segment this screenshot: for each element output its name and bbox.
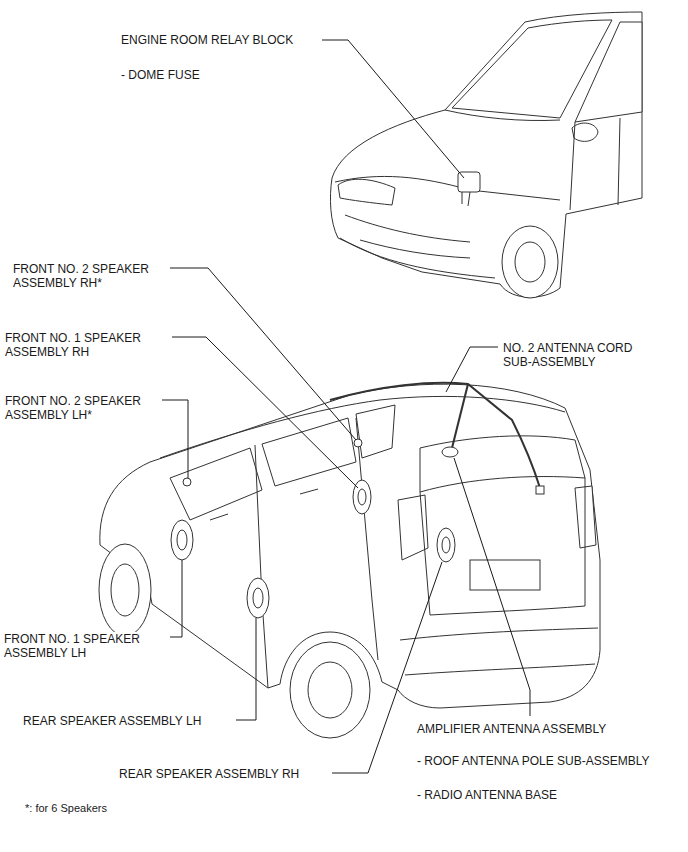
speaker — [437, 528, 455, 562]
footnote: *: for 6 Speakers — [24, 801, 108, 815]
side-window — [262, 418, 356, 486]
antenna-connector — [536, 486, 544, 494]
part-label: AMPLIFIER ANTENNA ASSEMBLY — [416, 722, 607, 736]
license-plate — [470, 560, 540, 590]
wheel — [502, 226, 558, 298]
door-line — [570, 118, 620, 210]
part-label: FRONT NO. 2 SPEAKER ASSEMBLY RH* — [12, 262, 169, 290]
part-label: ENGINE ROOM RELAY BLOCK — [120, 33, 294, 47]
wheel-hub — [515, 242, 545, 282]
relay-block-detail — [462, 192, 470, 206]
leader-line — [454, 458, 530, 716]
tweeter — [183, 478, 191, 486]
leader-line — [172, 337, 358, 488]
leader-line — [332, 562, 442, 773]
speaker — [171, 520, 193, 560]
tailgate-line — [420, 478, 585, 615]
leader-line — [170, 560, 182, 637]
speaker-cone — [358, 489, 366, 505]
car-body — [330, 12, 642, 297]
rear-bumper — [400, 628, 598, 675]
side-window — [575, 22, 642, 122]
mirror — [572, 123, 598, 141]
part-label: FRONT NO. 1 SPEAKER ASSEMBLY LH — [3, 632, 160, 660]
leader-line — [236, 618, 256, 720]
speaker-cone — [442, 537, 450, 553]
leader-line — [170, 268, 356, 440]
antenna-cord-branch — [452, 384, 468, 448]
wheel — [290, 642, 370, 738]
wheel-hub — [308, 662, 352, 718]
tweeter — [354, 439, 362, 447]
part-label: NO. 2 ANTENNA CORD SUB-ASSEMBLY — [502, 341, 654, 369]
part-label: - DOME FUSE — [120, 68, 201, 82]
part-label: REAR SPEAKER ASSEMBLY RH — [118, 767, 300, 781]
part-label: FRONT NO. 1 SPEAKER ASSEMBLY RH — [4, 331, 161, 359]
leader-line — [162, 400, 188, 478]
bottom-car — [99, 383, 600, 738]
rear-quarter-window — [356, 405, 395, 458]
leader-lines — [162, 40, 530, 773]
antenna-cord — [330, 383, 540, 488]
part-label: REAR SPEAKER ASSEMBLY LH — [22, 714, 202, 728]
antenna-base — [442, 447, 458, 457]
headlight — [338, 179, 395, 205]
door-handle — [210, 489, 318, 520]
wheel-hub — [111, 564, 139, 616]
wheel — [99, 544, 151, 636]
part-label: FRONT NO. 2 SPEAKER ASSEMBLY LH* — [4, 394, 161, 422]
speaker-cone — [177, 530, 187, 550]
side-window — [170, 448, 262, 520]
speaker — [247, 578, 269, 618]
speaker-cone — [253, 588, 263, 608]
front-bumper — [340, 238, 495, 278]
part-label: - ROOF ANTENNA POLE SUB-ASSEMBLY — [416, 754, 651, 768]
tail-light — [398, 495, 428, 560]
rear-window — [420, 436, 585, 492]
top-car — [330, 12, 642, 298]
leader-line — [446, 347, 498, 392]
leader-line — [322, 40, 464, 178]
grille — [345, 215, 470, 258]
part-label: - RADIO ANTENNA BASE — [416, 788, 558, 802]
